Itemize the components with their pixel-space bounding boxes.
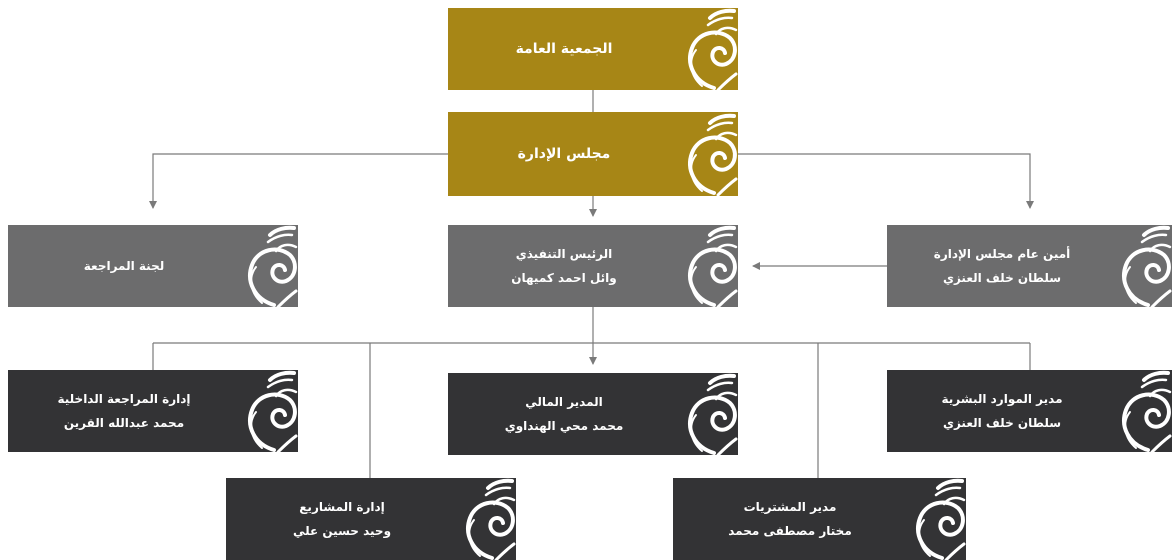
arabesque-swirl-icon [1122,370,1172,452]
node-person-name: سلطان خلف العنزي [942,416,1062,430]
node-hr[interactable]: مدير الموارد البشرية سلطان خلف العنزي [887,370,1172,452]
node-title: مدير المشتريات [743,500,837,514]
node-person-name: وائل احمد كميهان [511,271,617,285]
node-title: إدارة المراجعة الداخلية [57,392,191,406]
node-title: الجمعية العامة [515,41,613,57]
node-person-name: محمد محي الهنداوي [504,419,624,433]
arabesque-swirl-icon [688,373,738,455]
node-audit-committee[interactable]: لجنة المراجعة [8,225,298,307]
node-person-name: محمد عبدالله القرين [63,416,185,430]
node-cfo[interactable]: المدير المالي محمد محي الهنداوي [448,373,738,455]
node-person-name: سلطان خلف العنزي [942,271,1062,285]
node-person-name: مختار مصطفى محمد [728,524,852,538]
node-general-assembly[interactable]: الجمعية العامة [448,8,738,90]
node-title: المدير المالي [525,395,603,409]
node-title: أمين عام مجلس الإدارة [933,247,1071,261]
node-title: الرئيس التنفيذي [515,247,613,261]
arabesque-swirl-icon [916,478,966,560]
arabesque-swirl-icon [466,478,516,560]
node-internal-audit[interactable]: إدارة المراجعة الداخلية محمد عبدالله الق… [8,370,298,452]
node-person-name: وحيد حسين علي [292,524,392,538]
arabesque-swirl-icon [688,8,738,90]
node-board[interactable]: مجلس الإدارة [448,112,738,196]
node-procurement[interactable]: مدير المشتريات مختار مصطفى محمد [673,478,966,560]
arabesque-swirl-icon [688,225,738,307]
node-projects[interactable]: إدارة المشاريع وحيد حسين علي [226,478,516,560]
arabesque-swirl-icon [248,370,298,452]
arabesque-swirl-icon [248,225,298,307]
connector-board-audit-committee [149,153,448,209]
node-title: لجنة المراجعة [83,259,165,273]
node-board-secretary[interactable]: أمين عام مجلس الإدارة سلطان خلف العنزي [887,225,1172,307]
arabesque-swirl-icon [1122,225,1172,307]
node-title: مدير الموارد البشرية [941,392,1063,406]
node-title: إدارة المشاريع [299,500,385,514]
node-ceo[interactable]: الرئيس التنفيذي وائل احمد كميهان [448,225,738,307]
connector-board-secretary [738,153,1034,209]
arabesque-swirl-icon [688,113,738,196]
node-title: مجلس الإدارة [517,146,611,162]
